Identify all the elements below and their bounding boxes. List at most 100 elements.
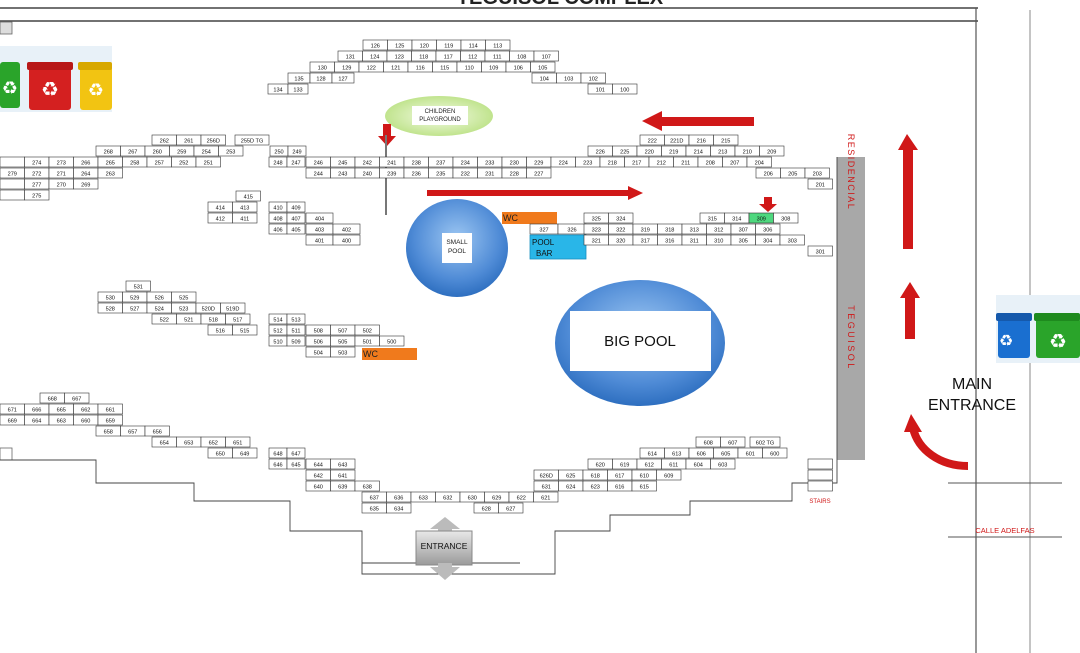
- unit-252: 252: [171, 156, 197, 168]
- unit-651: 651: [225, 436, 251, 448]
- svg-text:650: 650: [216, 452, 225, 458]
- recycling-bins-icon: ♻ ♻ ♻: [0, 46, 112, 112]
- svg-text:208: 208: [706, 161, 715, 167]
- unit-602 TG: 602 TG: [749, 436, 781, 448]
- unit-106: 106: [505, 61, 531, 73]
- complex-outline-bottom: [0, 157, 838, 575]
- unit-513: 513: [286, 313, 306, 325]
- main-entrance-label-2: ENTRANCE: [928, 397, 1016, 414]
- svg-text:264: 264: [81, 172, 90, 178]
- unit-653: 653: [176, 436, 202, 448]
- unit-523: 523: [171, 302, 197, 314]
- unit-242: 242: [354, 156, 380, 168]
- unit-103: 103: [556, 72, 582, 84]
- unit-631: 631: [533, 480, 559, 492]
- svg-text:622: 622: [517, 496, 526, 502]
- unit-230: 230: [501, 156, 527, 168]
- svg-text:♻: ♻: [2, 78, 18, 99]
- svg-text:109: 109: [489, 66, 498, 72]
- svg-text:113: 113: [493, 44, 502, 50]
- unit-628: 628: [473, 502, 499, 514]
- svg-text:241: 241: [387, 161, 396, 167]
- svg-text:665: 665: [57, 408, 66, 414]
- unit-601: 601: [737, 447, 763, 459]
- svg-text:667: 667: [72, 397, 81, 403]
- unit-251: 251: [195, 156, 221, 168]
- svg-text:530: 530: [106, 296, 115, 302]
- svg-text:511: 511: [292, 329, 301, 335]
- svg-text:637: 637: [370, 496, 379, 502]
- unit-524: 524: [146, 302, 172, 314]
- unit-135: 135: [287, 72, 311, 84]
- unit-324: 324: [608, 212, 634, 224]
- svg-text:406: 406: [273, 228, 282, 234]
- unit-307: 307: [730, 223, 756, 235]
- unit-blank: [807, 469, 833, 481]
- unit-104: 104: [531, 72, 557, 84]
- unit-648: 648: [268, 447, 288, 459]
- svg-text:508: 508: [314, 329, 323, 335]
- unit-406: 406: [268, 223, 288, 235]
- unit-224: 224: [550, 156, 576, 168]
- unit-115: 115: [432, 61, 458, 73]
- svg-text:114: 114: [469, 44, 478, 50]
- unit-220: 220: [636, 145, 662, 157]
- svg-text:204: 204: [755, 161, 764, 167]
- unit-663: 663: [48, 414, 74, 426]
- unit-515: 515: [232, 324, 258, 336]
- unit-240: 240: [354, 167, 380, 179]
- curved-arrow-icon: [904, 414, 969, 470]
- unit-270: 270: [48, 178, 74, 190]
- svg-text:671: 671: [8, 408, 17, 414]
- svg-text:256D: 256D: [207, 139, 220, 145]
- unit-244: 244: [305, 167, 331, 179]
- unit-404: 404: [305, 212, 334, 224]
- svg-text:603: 603: [718, 463, 727, 469]
- svg-text:135: 135: [294, 77, 303, 83]
- svg-text:269: 269: [81, 183, 90, 189]
- svg-text:216: 216: [697, 139, 706, 145]
- unit-243: 243: [330, 167, 356, 179]
- svg-text:639: 639: [338, 485, 347, 491]
- unit-665: 665: [48, 403, 74, 415]
- svg-text:323: 323: [592, 228, 601, 234]
- svg-text:237: 237: [436, 161, 445, 167]
- unit-502: 502: [354, 324, 380, 336]
- svg-text:120: 120: [420, 44, 429, 50]
- main-entrance-label: MAIN: [952, 376, 992, 393]
- svg-text:605: 605: [721, 452, 730, 458]
- svg-text:209: 209: [767, 150, 776, 156]
- pool-bar: POOL BAR: [529, 234, 587, 260]
- unit-249: 249: [287, 145, 307, 157]
- svg-text:270: 270: [57, 183, 66, 189]
- unit-blank: [0, 178, 25, 190]
- unit-408: 408: [268, 212, 288, 224]
- big-pool: BIG POOL: [555, 280, 725, 406]
- unit-661: 661: [97, 403, 123, 415]
- svg-text:130: 130: [318, 66, 327, 72]
- svg-text:127: 127: [338, 77, 347, 83]
- svg-text:623: 623: [591, 485, 600, 491]
- svg-text:606: 606: [697, 452, 706, 458]
- svg-text:273: 273: [57, 161, 66, 167]
- svg-text:POOL: POOL: [448, 248, 466, 255]
- unit-650: 650: [207, 447, 233, 459]
- svg-text:229: 229: [534, 161, 543, 167]
- unit-212: 212: [648, 156, 674, 168]
- svg-text:525: 525: [179, 296, 188, 302]
- svg-text:240: 240: [363, 172, 372, 178]
- unit-414: 414: [207, 201, 233, 213]
- svg-text:506: 506: [314, 340, 323, 346]
- svg-text:325: 325: [592, 217, 601, 223]
- svg-text:POOL: POOL: [532, 238, 555, 247]
- stairs-label: STAIRS: [809, 499, 830, 505]
- svg-text:642: 642: [314, 474, 323, 480]
- unit-503: 503: [330, 346, 356, 358]
- unit-233: 233: [477, 156, 503, 168]
- svg-text:102: 102: [589, 77, 598, 83]
- svg-text:131: 131: [346, 55, 355, 61]
- svg-text:122: 122: [367, 66, 376, 72]
- svg-text:504: 504: [314, 351, 323, 357]
- svg-text:220: 220: [645, 150, 654, 156]
- page-title: TEGUISOL COMPLEX: [457, 0, 664, 9]
